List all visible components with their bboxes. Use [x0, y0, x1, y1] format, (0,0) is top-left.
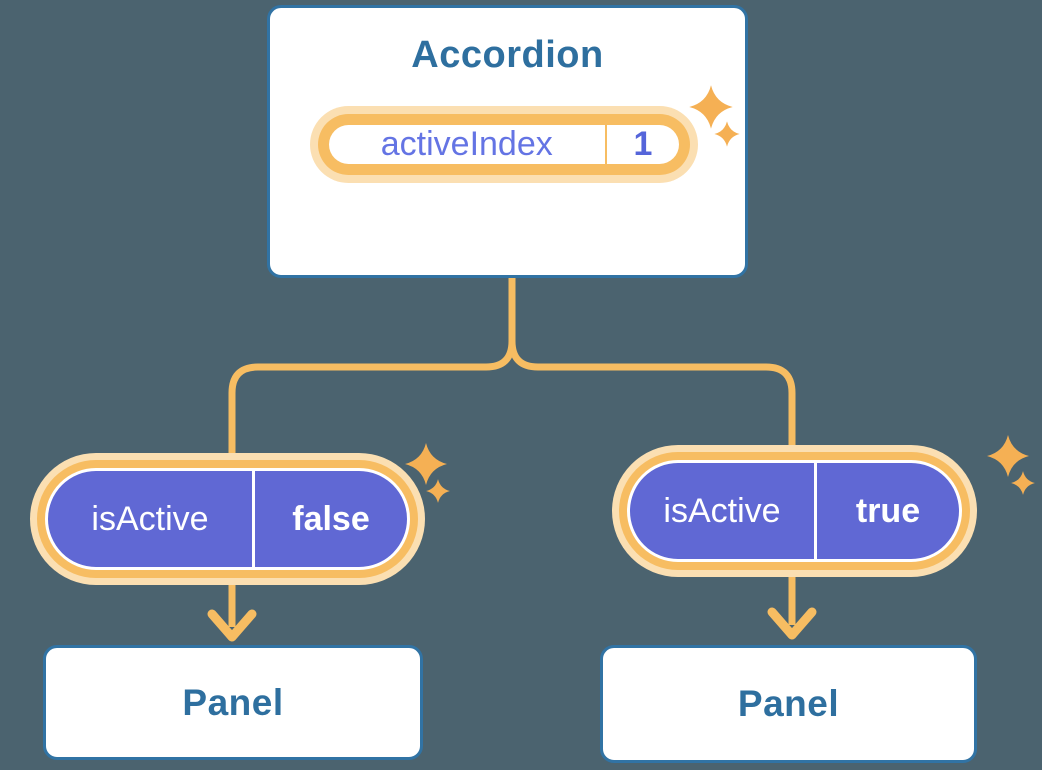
prop-pill-isactive-false: isActive false	[30, 453, 425, 585]
prop-name: isActive	[91, 499, 209, 538]
pill-outer-ring: activeIndex 1	[310, 106, 698, 183]
pill-divider	[604, 125, 607, 164]
arrowhead-icon	[207, 609, 257, 642]
sparkle-icon	[987, 435, 1029, 477]
sparkle-icon	[1011, 471, 1035, 495]
pill-orange-ring: activeIndex 1	[318, 114, 690, 175]
prop-value: false	[292, 499, 370, 538]
state-name: activeIndex	[380, 125, 553, 163]
pill-orange-ring: isActive false	[37, 460, 418, 578]
accordion-component-card: Accordion activeIndex 1	[267, 5, 748, 278]
pill-outer-ring: isActive true	[612, 445, 977, 577]
pill-body: isActive true	[627, 460, 962, 562]
arrowhead-icon	[767, 607, 817, 640]
pill-outer-ring: isActive false	[30, 453, 425, 585]
state-pill: activeIndex 1	[310, 106, 698, 233]
state-value: 1	[633, 125, 653, 163]
pill-divider	[814, 463, 817, 559]
panel-component-card-right: Panel	[600, 645, 977, 763]
pill-orange-ring: isActive true	[619, 452, 970, 570]
sparkle-icon	[426, 479, 450, 503]
pill-body: activeIndex 1	[329, 125, 679, 164]
component-title: Panel	[737, 683, 840, 724]
component-title: Accordion	[411, 34, 604, 76]
prop-pill-isactive-true: isActive true	[612, 445, 977, 577]
component-title: Panel	[182, 681, 284, 723]
panel-component-card-left: Panel	[43, 645, 423, 760]
pill-body: isActive false	[45, 468, 410, 570]
prop-name: isActive	[663, 491, 781, 530]
prop-value: true	[855, 491, 921, 530]
